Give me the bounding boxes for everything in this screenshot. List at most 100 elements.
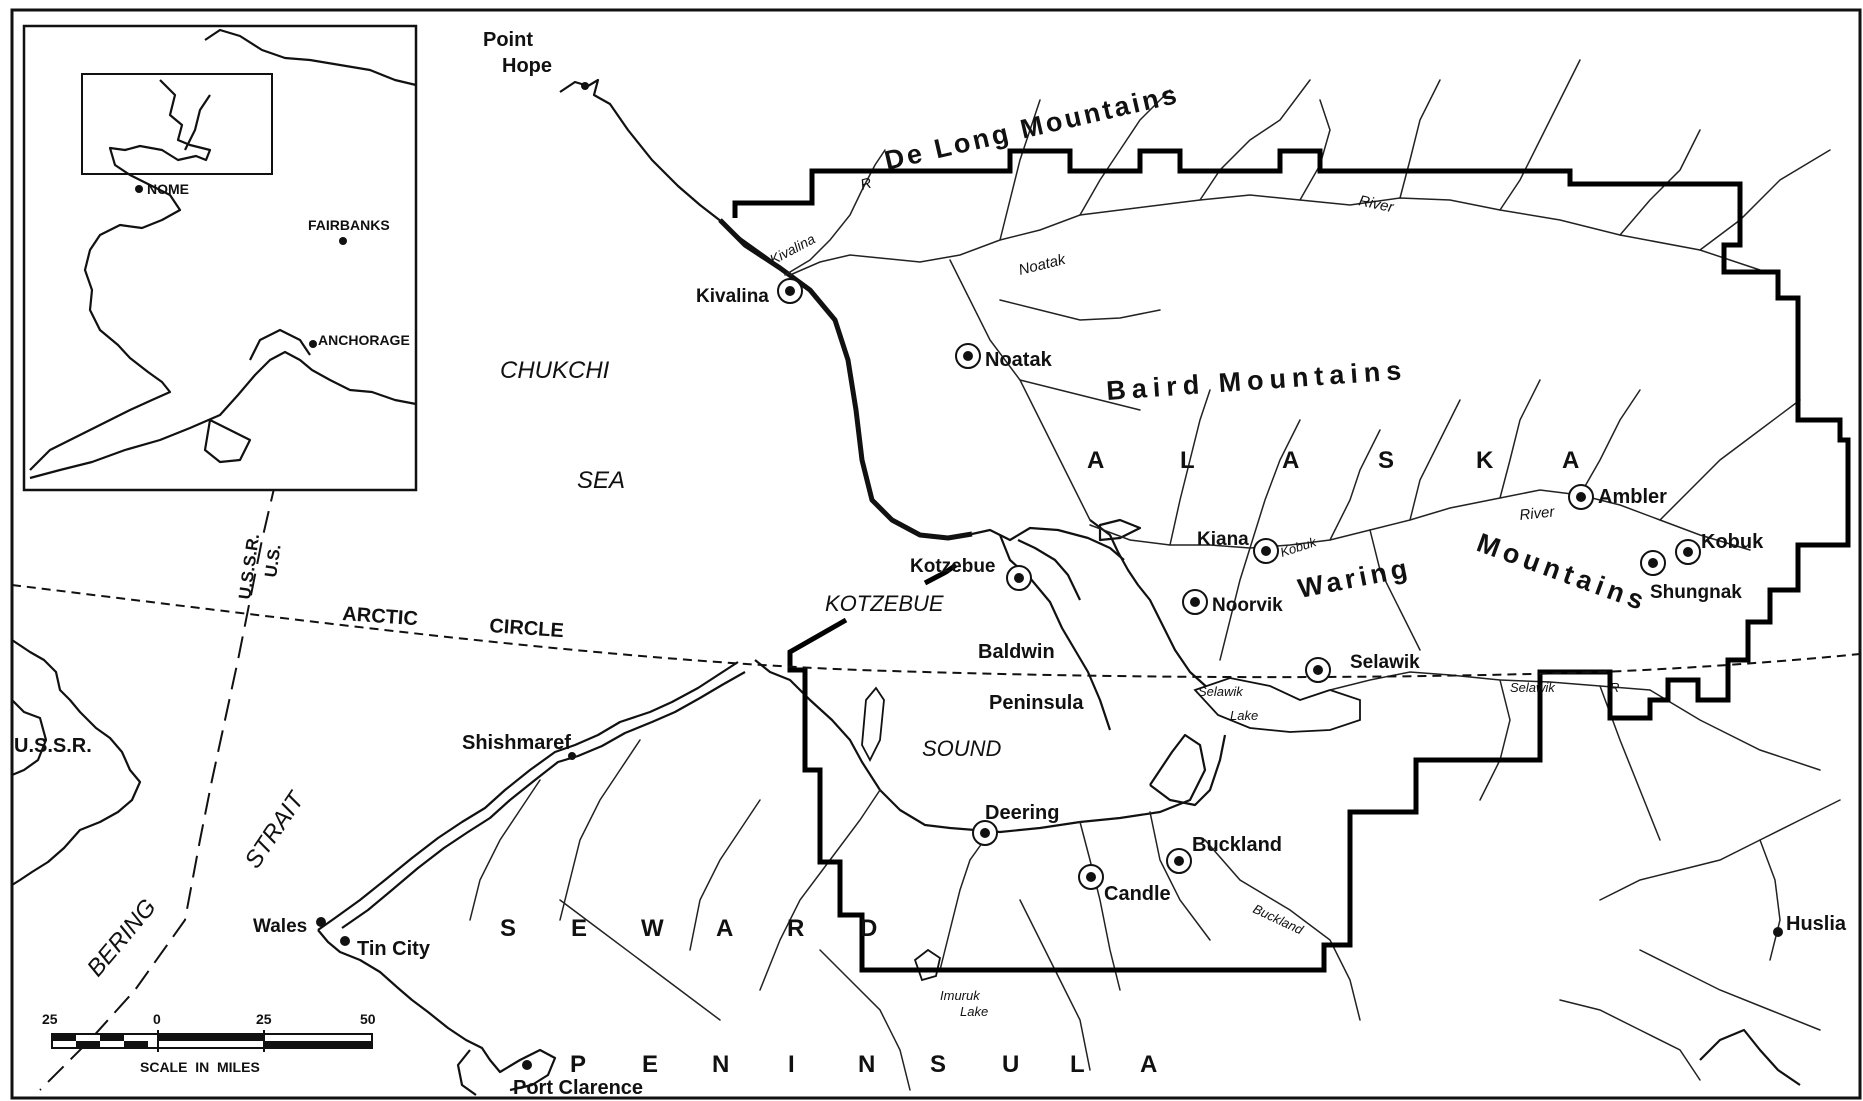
label-wales: Wales: [253, 916, 307, 937]
label-seward-e: E: [571, 915, 587, 942]
town-marker-kiana: [1253, 538, 1279, 564]
label-shishmaref: Shishmaref: [462, 732, 571, 754]
label-sea: SEA: [577, 467, 625, 494]
label-buckland: Buckland: [1192, 834, 1282, 856]
label-seward-s: S: [500, 915, 516, 942]
label-mountains-waring: Mountains: [1473, 527, 1652, 617]
label-peninsula-p: P: [570, 1051, 586, 1078]
label-de-long-mountains: De Long Mountains: [882, 79, 1183, 176]
inset-label-anchorage: ANCHORAGE: [318, 332, 410, 348]
town-markers: [316, 82, 1783, 1070]
label-kobuk-river: Kobuk: [1278, 534, 1319, 560]
label-candle: Candle: [1104, 883, 1171, 905]
label-selawik-r: R: [1610, 680, 1619, 695]
label-kiana: Kiana: [1197, 529, 1249, 550]
district-boundary: [732, 148, 1851, 973]
label-peninsula-u: U: [1002, 1051, 1019, 1078]
rivers: [469, 59, 1841, 1091]
label-seward-a: A: [716, 915, 733, 942]
label-peninsula-l: L: [1070, 1051, 1085, 1078]
label-kotzebue-sound-2: SOUND: [922, 736, 1002, 761]
label-kivalina-river: Kivalina: [767, 230, 818, 267]
label-peninsula-n1: N: [712, 1051, 729, 1078]
label-circle: CIRCLE: [489, 615, 565, 642]
label-us-border: U.S.: [261, 543, 284, 578]
town-marker-noorvik: [1182, 589, 1208, 615]
label-seward-w: W: [641, 915, 664, 942]
inset-anchorage-dot: [309, 340, 317, 348]
coastlines: [11, 78, 1801, 1096]
label-noorvik: Noorvik: [1212, 595, 1283, 616]
town-marker-buckland: [1166, 848, 1192, 874]
label-selawik-lake-2: Lake: [1230, 708, 1258, 723]
town-marker-shishmaref: [568, 752, 576, 760]
scale-label: SCALE IN MILES: [140, 1059, 260, 1075]
scale-tick-25: 25: [256, 1011, 272, 1027]
town-marker-candle: [1078, 864, 1104, 890]
label-ussr-border: U.S.S.R.: [235, 532, 263, 600]
label-kivalina-r: R: [859, 175, 874, 194]
inset-map: NOME FAIRBANKS ANCHORAGE: [22, 24, 418, 492]
label-imuruk-lake-1: Imuruk: [940, 988, 981, 1003]
town-marker-shungnak: [1640, 550, 1666, 576]
label-port-clarence: Port Clarence: [513, 1077, 643, 1099]
label-seward-r: R: [787, 915, 804, 942]
town-marker-tin-city: [340, 936, 350, 946]
scale-tick-25-left: 25: [42, 1011, 58, 1027]
label-alaska-a2: A: [1282, 447, 1299, 474]
label-noatak-river: Noatak: [1017, 251, 1069, 279]
label-point-hope-1: Point: [483, 29, 533, 51]
arctic-circle-line: [11, 584, 1861, 679]
label-huslia: Huslia: [1786, 913, 1847, 935]
international-boundary-line: [39, 479, 277, 1091]
town-marker-port-clarence: [522, 1060, 532, 1070]
label-ambler: Ambler: [1598, 486, 1667, 508]
label-alaska-k: K: [1476, 447, 1494, 474]
map-frame: [10, 8, 1862, 1100]
town-marker-kobuk: [1675, 539, 1701, 565]
label-peninsula-n2: N: [858, 1051, 875, 1078]
lakes: [861, 677, 1361, 982]
label-kotzebue: Kotzebue: [910, 556, 996, 577]
label-noatak: Noatak: [985, 349, 1053, 371]
label-shungnak: Shungnak: [1650, 582, 1742, 603]
label-alaska-l: L: [1180, 447, 1195, 474]
label-arctic: ARCTIC: [342, 603, 419, 630]
label-alaska-s: S: [1378, 447, 1394, 474]
inset-focus-rectangle: [81, 73, 273, 175]
label-buckland-river: Buckland: [1251, 901, 1307, 938]
town-marker-huslia: [1773, 927, 1783, 937]
label-peninsula-i: I: [788, 1051, 795, 1078]
label-peninsula-s: S: [930, 1051, 946, 1078]
town-marker-noatak: [955, 343, 981, 369]
label-kobuk: Kobuk: [1701, 531, 1764, 553]
label-bering: BERING: [82, 894, 162, 982]
town-marker-ambler: [1568, 484, 1594, 510]
label-peninsula-e: E: [642, 1051, 658, 1078]
line-labels: ARCTIC CIRCLE U.S.S.R. U.S.: [235, 532, 564, 642]
label-noatak-river-word: River: [1357, 192, 1396, 216]
town-marker-kotzebue: [1006, 565, 1032, 591]
scale-tick-0: 0: [153, 1011, 161, 1027]
town-marker-point-hope: [581, 82, 589, 90]
scale-bar: 25 0 25 50 SCALE IN MILES: [42, 1011, 376, 1075]
label-alaska-a1: A: [1087, 447, 1104, 474]
label-kivalina: Kivalina: [696, 286, 769, 307]
label-selawik-river: Selawik: [1510, 680, 1556, 695]
inset-nome-dot: [135, 185, 143, 193]
inset-label-nome: NOME: [147, 181, 189, 197]
label-deering: Deering: [985, 802, 1059, 824]
label-selawik: Selawik: [1350, 652, 1420, 673]
label-selawik-lake-1: Selawik: [1198, 684, 1244, 699]
label-peninsula-a: A: [1140, 1051, 1157, 1078]
label-peninsula: Peninsula: [989, 692, 1084, 714]
label-baird-mountains: Baird Mountains: [1105, 355, 1408, 406]
label-kotzebue-sound-1: KOTZEBUE: [825, 591, 944, 616]
label-strait: STRAIT: [240, 786, 311, 874]
label-tin-city: Tin City: [357, 938, 431, 960]
label-kobuk-river-word: River: [1519, 503, 1557, 524]
town-marker-wales: [316, 917, 326, 927]
label-baldwin: Baldwin: [978, 641, 1055, 663]
label-alaska-a3: A: [1562, 447, 1579, 474]
